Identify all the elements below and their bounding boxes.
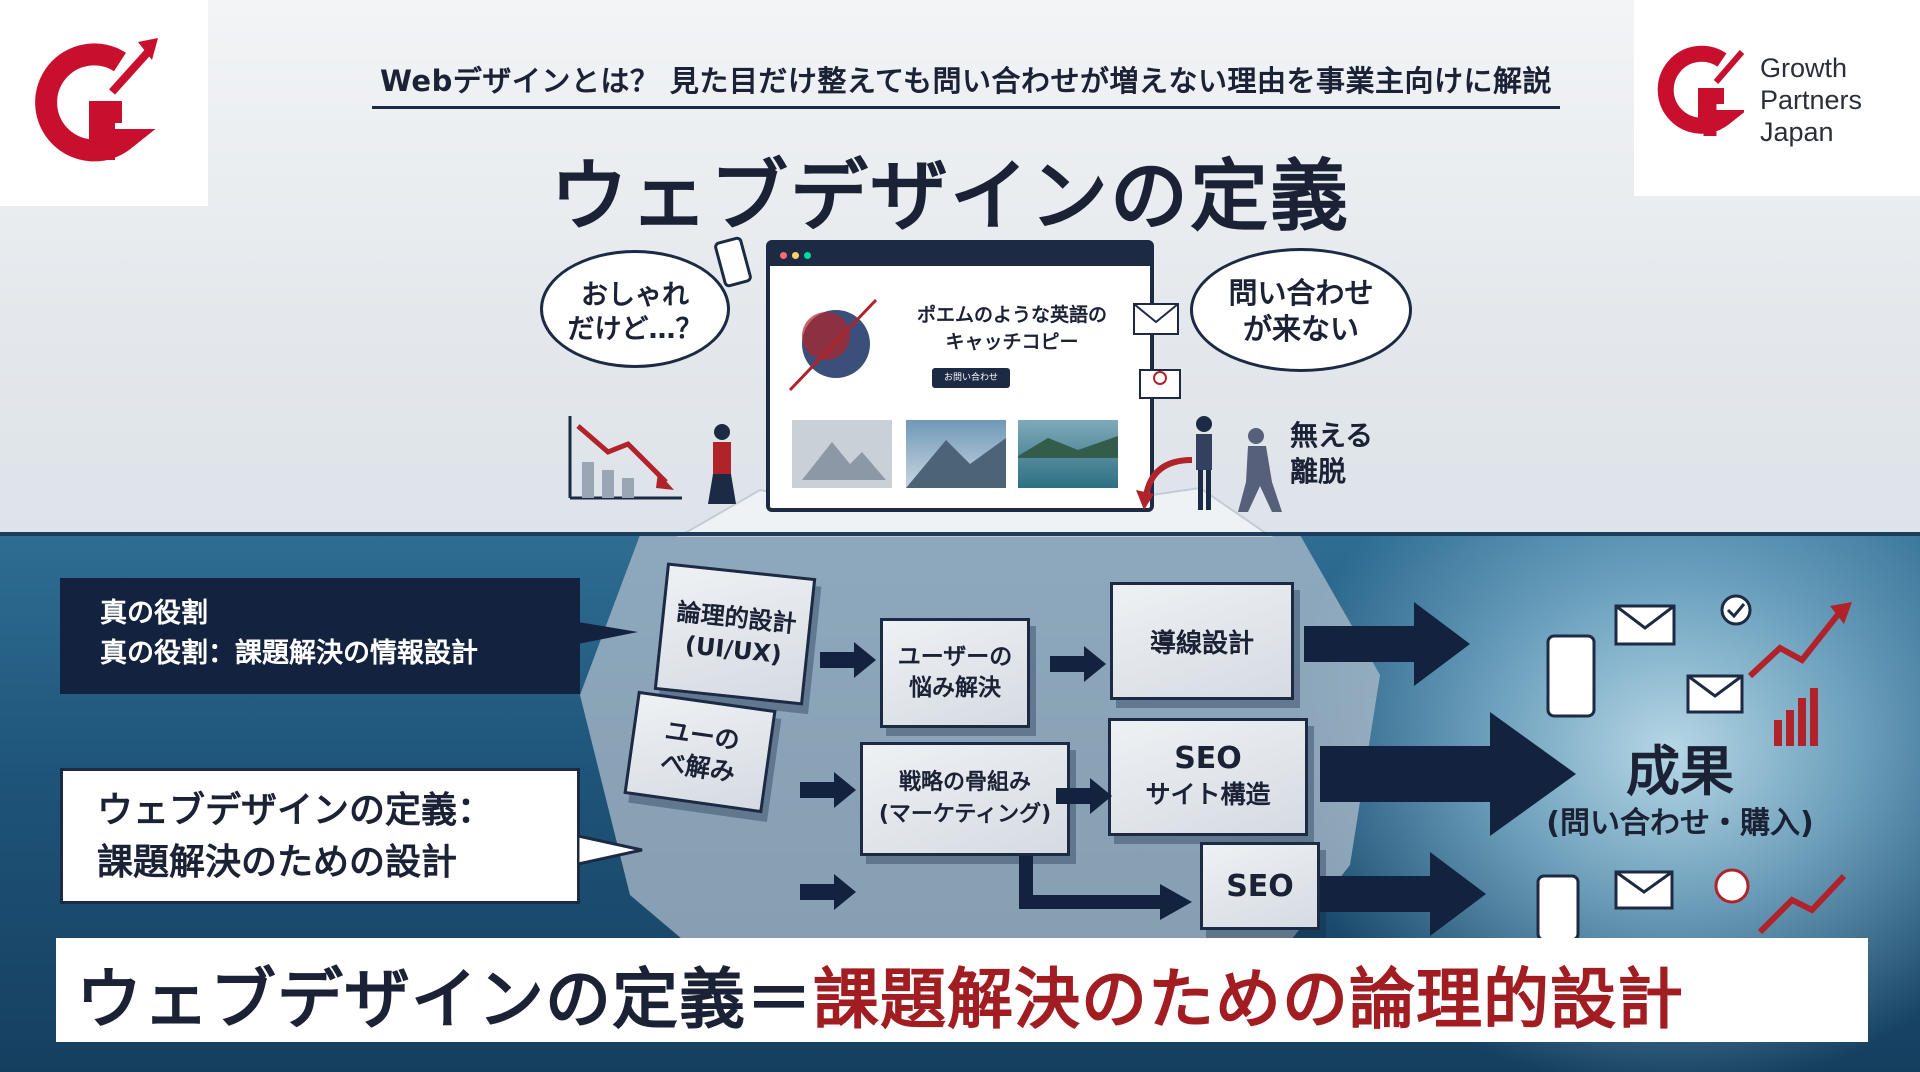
gp-logo-small-icon [1657,45,1748,136]
arrow-right-icon [800,874,856,910]
fade-label-line1: 無える [1290,419,1374,452]
true-role-line2: 真の役割：課題解決の情報設計 [100,638,478,669]
arrow-elbow-icon [1019,856,1192,920]
result-label: 成果 (問い合わせ・購入) [1530,740,1830,844]
speech-bubble-stylish: おしゃれ だけど…？ [540,250,730,368]
block-seo-line2: サイト構造 [1145,780,1271,809]
true-role-box: 真の役割 真の役割：課題解決の情報設計 [60,578,580,694]
email-icon [1133,303,1181,399]
result-title: 成果 [1626,740,1734,803]
definition-line1: ウェブデザインの定義： [97,790,494,831]
catch-copy: ポエムのような英語の キャッチコピー [872,302,1152,356]
summary-part-definition: ウェブデザインの定義＝ [76,961,813,1038]
definition-pointer-icon [578,834,643,866]
block-seo-small-label: SEO [1226,868,1294,904]
block-seo: SEO [1200,842,1320,930]
arrow-right-icon [800,772,856,808]
logo-right-panel [1634,0,1920,196]
website-mockup: ポエムのような英語の キャッチコピー お問い合わせ [766,240,1154,512]
thumbnail-image [906,420,1006,488]
hero-art-icon [788,298,878,392]
waterline [0,532,1920,536]
block-flow-label: 導線設計 [1149,628,1254,659]
thumbnail-image [1018,420,1118,488]
browser-dot-icon [792,252,799,259]
fade-label-line2: 離脱 [1290,455,1347,488]
bubble-left-line2: だけど…？ [567,314,703,345]
company-name: Growth Partners Japan [1760,52,1862,148]
arrow-right-icon [1050,646,1106,682]
leaving-users-icon [1136,416,1282,512]
declining-chart-icon [568,416,682,500]
definition-line2: 課題解決のための設計 [97,842,458,883]
true-role-line1: 真の役割 [100,598,208,629]
company-name-line1: Growth [1760,53,1848,83]
role-pointer-icon [578,622,638,644]
catch-copy-line1: ポエムのような英語の [916,304,1107,326]
contact-button[interactable]: お問い合わせ [932,368,1010,388]
mountain-photo-icon [906,438,1006,488]
block-strategy-line2: (マーケティング) [878,802,1052,827]
results-icons-bottom [1536,868,1847,940]
speech-bubble-no-inquiries: 問い合わせ が来ない [1190,248,1412,372]
arrow-right-icon [1056,778,1112,814]
gp-logo-icon [35,38,158,162]
browser-dot-icon [780,252,787,259]
lake-photo-icon [1018,436,1118,458]
company-name-line2: Partners [1760,85,1863,115]
bubble-right-line1: 問い合わせ [1228,276,1374,310]
results-icons-top [1546,594,1852,746]
page-subtitle: Webデザインとは？ 見た目だけ整えても問い合わせが増えない理由を事業主向けに解… [379,64,1553,98]
summary-part-logical-design: 課題解決のための論理的設計 [813,961,1684,1038]
browser-toolbar [770,244,1150,266]
company-name-line3: Japan [1760,117,1834,147]
page-title: ウェブデザインの定義 [549,152,1350,242]
big-arrow-top-icon [1304,602,1470,686]
block-strategy-line1: 戦略の骨組み [898,770,1031,795]
big-arrow-bottom-icon [1320,852,1486,936]
logo-left-panel [0,0,208,206]
block-seo-line1: SEO [1174,741,1242,776]
phone-icon [714,236,752,288]
browser-dot-icon [804,252,811,259]
big-arrow-middle-icon [1320,712,1576,836]
thumbnail-image [792,420,892,488]
block-user-problem: ユーザーの悩み解決 [880,618,1030,728]
result-subtitle: (問い合わせ・購入) [1546,806,1814,841]
catch-copy-line2: キャッチコピー [945,331,1079,353]
person-left-icon [708,424,736,504]
summary-banner-text: ウェブデザインの定義＝課題解決のための論理的設計 [76,946,1684,1042]
block-user-line1: ユーザーの [897,644,1013,670]
bubble-right-line2: が来ない [1242,312,1359,346]
bubble-left-line1: おしゃれ [581,280,689,311]
arrow-right-icon [820,642,876,678]
block-seo-structure: SEO サイト構造 [1108,718,1308,836]
block-user-misc: ユーのべ解み [623,690,777,814]
fade-churn-label: 無える 離脱 [1290,418,1373,490]
block-user-line2: 悩み解決 [908,675,1001,701]
block-flow-design: 導線設計 [1110,582,1294,700]
subtitle-divider [372,106,1560,109]
definition-box: ウェブデザインの定義： 課題解決のための設計 [60,768,580,904]
summary-banner [56,938,1868,1042]
block-logical-design: 論理的設計(UI/UX) [653,562,817,706]
mountain-icon [802,442,886,480]
block-strategy: 戦略の骨組み (マーケティング) [860,742,1070,856]
